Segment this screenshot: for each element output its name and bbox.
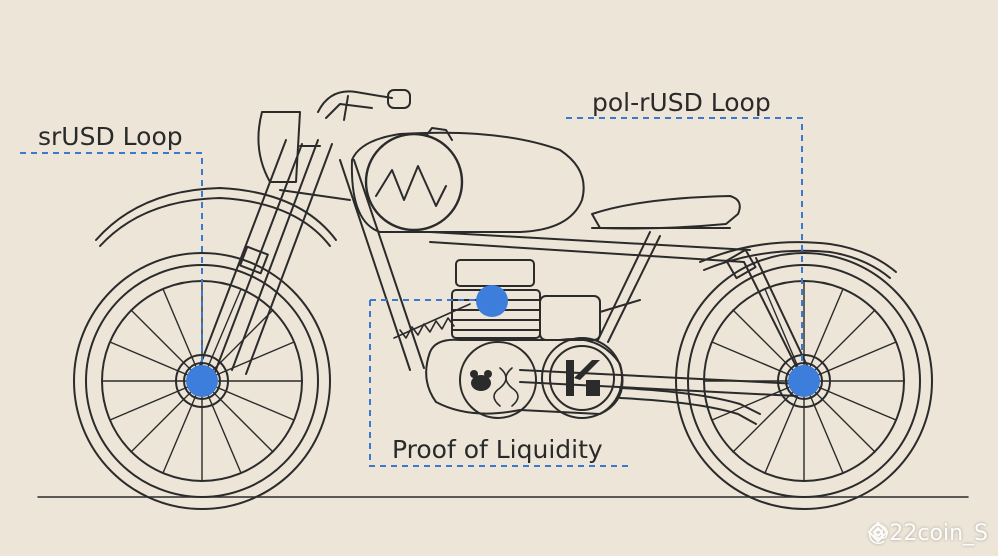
dna-helix-icon [493,367,519,407]
diamond-logo-icon [868,521,889,543]
proof-of-liquidity-label: Proof of Liquidity [392,435,603,464]
front-hub-marker [186,365,218,397]
seat [591,195,741,230]
k-logo-emblem [566,360,600,396]
rear-hub-marker [788,365,820,397]
front-fork [195,139,351,381]
bear-dna-emblem [470,370,492,391]
pol-rusd-loop-label: pol-rUSD Loop [592,88,771,117]
shock-absorber [393,303,471,339]
watermark: @22coin_S [867,521,988,546]
callout-line-srusd [20,152,203,381]
watermark-handle: @22coin_S [867,521,988,546]
headlight [257,111,321,183]
srusd-loop-label: srUSD Loop [38,122,183,151]
exhaust-pipe [619,387,761,425]
front-fender [95,187,337,241]
handlebars [317,89,411,121]
frame [339,159,813,397]
fuel-tank [350,127,585,233]
rear-fender [699,241,897,273]
callout-line-pol-rusd [566,117,803,381]
engine [425,259,641,419]
engine-marker [476,285,508,317]
